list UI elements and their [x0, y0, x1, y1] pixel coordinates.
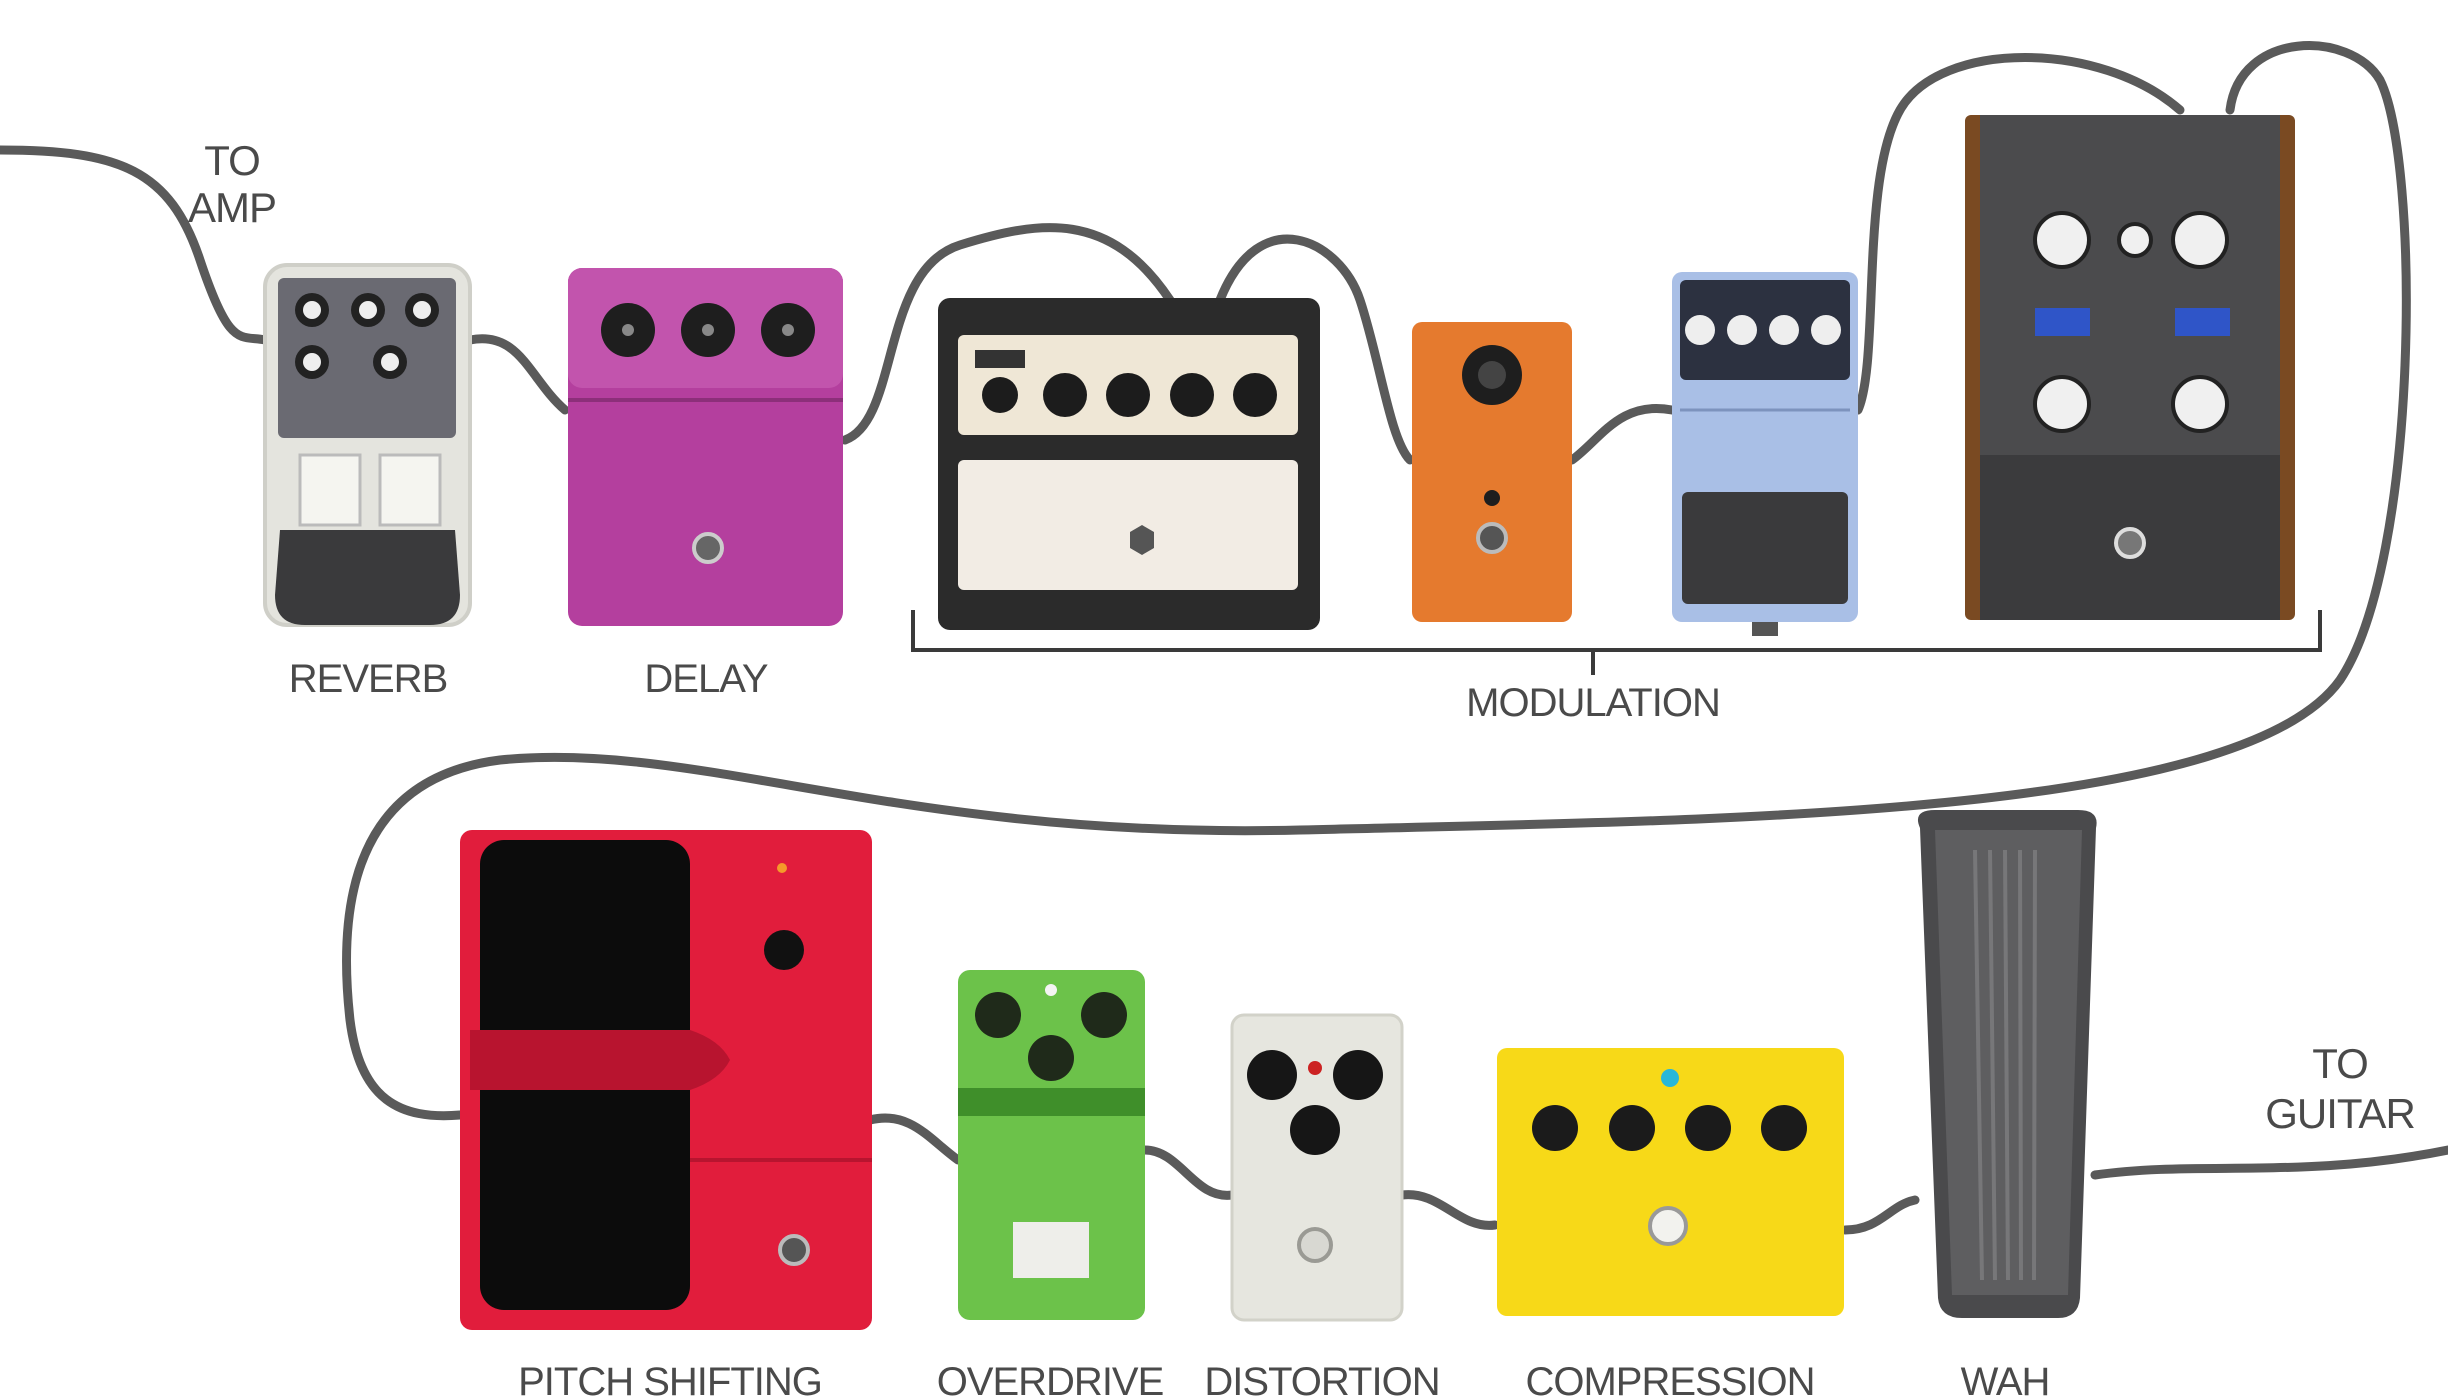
cable-tremolo-to-pitch [341, 41, 2411, 1121]
delay-pedal [568, 268, 843, 626]
cable-chorus-to-tremolo [1853, 53, 2185, 415]
cable-overdrive-to-distortion [1140, 1145, 1237, 1200]
modulation-chorus-pedal [1672, 272, 1858, 636]
wah-pedal [1917, 810, 2097, 1318]
reverb-label: REVERB [289, 657, 448, 701]
overdrive-label: OVERDRIVE [937, 1360, 1164, 1396]
modulation-tremolo-pedal [1965, 115, 2295, 620]
wah-label: WAH [1961, 1360, 2050, 1396]
modulation-label: MODULATION [1466, 681, 1720, 725]
signal-cables [0, 41, 2448, 1235]
to-guitar-label-line2: GUITAR [2265, 1090, 2415, 1137]
pitch-shifting-pedal [460, 830, 872, 1330]
modulation-orange-pedal [1412, 322, 1572, 622]
cable-distortion-to-compression [1397, 1190, 1500, 1230]
distortion-pedal [1230, 1013, 1404, 1322]
cable-reverb-to-delay [465, 334, 570, 415]
cable-amp-to-reverb [0, 145, 270, 345]
cable-wah-to-guitar [2090, 1145, 2448, 1180]
overdrive-pedal [958, 970, 1145, 1320]
to-amp-label-line2: AMP [188, 184, 276, 231]
modulation-ampsim-pedal [938, 298, 1320, 630]
reverb-pedal [263, 263, 472, 627]
compression-label: COMPRESSION [1525, 1360, 1814, 1396]
cable-ampsim-to-orange [1215, 234, 1415, 465]
to-amp-label-line1: TO [204, 137, 260, 184]
pitch-shifting-label: PITCH SHIFTING [518, 1360, 822, 1396]
compression-pedal [1497, 1048, 1844, 1316]
to-guitar-label-line1: TO [2312, 1040, 2368, 1087]
cable-compression-to-wah [1840, 1195, 1920, 1235]
cable-delay-to-ampsim [840, 223, 1175, 445]
cable-orange-to-chorus [1567, 404, 1677, 465]
delay-label: DELAY [644, 657, 768, 701]
modulation-bracket [911, 610, 2322, 675]
distortion-label: DISTORTION [1204, 1360, 1439, 1396]
cable-pitch-to-overdrive [865, 1113, 963, 1165]
